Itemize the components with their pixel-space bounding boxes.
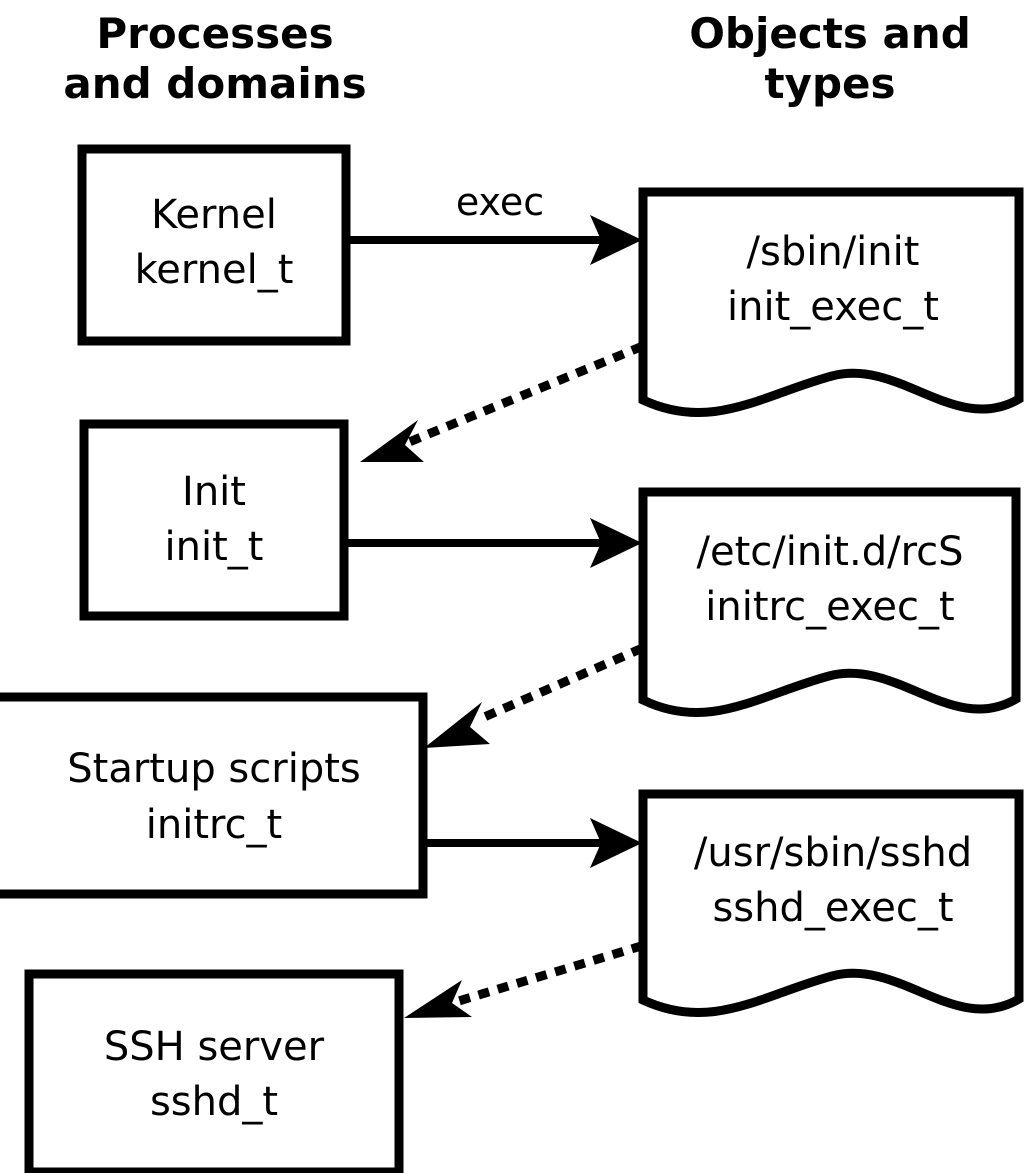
edge-line-init-exec-init bbox=[408, 342, 644, 446]
edge-sshd-exec-to-sshd bbox=[404, 941, 644, 1018]
node-kernel[interactable]: Kernel kernel_t bbox=[77, 144, 351, 346]
objects-header-line1: Objects and bbox=[689, 9, 971, 58]
node-init-line2: init_t bbox=[165, 524, 264, 570]
edge-init-to-initrc-exec bbox=[348, 518, 642, 568]
node-etc-initd-rcs-doc-shape[interactable] bbox=[638, 487, 1021, 718]
arrowhead-init-exec-init bbox=[360, 420, 424, 462]
edge-initrc-to-sshd-exec bbox=[427, 818, 642, 868]
arrowhead-init-initrc-exec bbox=[590, 518, 642, 568]
arrowhead-kernel-exec bbox=[590, 215, 642, 265]
node-etc-initd-rcs[interactable]: /etc/init.d/rcS initrc_exec_t bbox=[638, 487, 1021, 718]
node-kernel-line2: kernel_t bbox=[135, 247, 294, 293]
edge-label-exec: exec bbox=[456, 180, 544, 224]
edge-kernel-to-init-exec: exec bbox=[350, 180, 642, 265]
edge-initrc-exec-to-initrc bbox=[424, 644, 644, 748]
node-init[interactable]: Init init_t bbox=[79, 419, 349, 621]
node-ssh-server-line1: SSH server bbox=[104, 1024, 325, 1070]
node-usr-sbin-sshd[interactable]: /usr/sbin/sshd sshd_exec_t bbox=[638, 789, 1024, 1018]
edge-init-exec-to-init bbox=[360, 342, 644, 462]
arrowhead-initrc-sshd-exec bbox=[590, 818, 642, 868]
node-init-box[interactable] bbox=[79, 419, 349, 621]
arrowhead-initrc-exec-initrc bbox=[424, 702, 490, 748]
arrowhead-sshd-exec-sshd bbox=[404, 980, 472, 1018]
node-usr-sbin-sshd-doc-shape[interactable] bbox=[638, 789, 1024, 1018]
node-kernel-box[interactable] bbox=[77, 144, 351, 346]
node-usr-sbin-sshd-line2: sshd_exec_t bbox=[712, 885, 953, 931]
node-startup-scripts-box[interactable] bbox=[0, 692, 428, 899]
node-ssh-server-box[interactable] bbox=[24, 969, 404, 1173]
node-etc-initd-rcs-line1: /etc/init.d/rcS bbox=[696, 529, 963, 575]
node-kernel-line1: Kernel bbox=[151, 192, 277, 238]
objects-header-line2: types bbox=[764, 59, 895, 108]
edge-line-sshd-exec-sshd bbox=[456, 941, 644, 1006]
processes-header-line1: Processes bbox=[96, 9, 333, 58]
column-header-processes: Processes and domains bbox=[63, 9, 366, 108]
node-ssh-server-line2: sshd_t bbox=[150, 1079, 278, 1125]
node-init-line1: Init bbox=[182, 469, 246, 515]
node-startup-scripts-line2: initrc_t bbox=[146, 802, 283, 848]
node-startup-scripts[interactable]: Startup scripts initrc_t bbox=[0, 692, 428, 899]
node-ssh-server[interactable]: SSH server sshd_t bbox=[24, 969, 404, 1173]
edge-line-initrc-exec-initrc bbox=[476, 644, 644, 724]
node-sbin-init[interactable]: /sbin/init init_exec_t bbox=[638, 187, 1024, 418]
column-header-objects: Objects and types bbox=[689, 9, 971, 108]
node-sbin-init-doc-shape[interactable] bbox=[638, 187, 1024, 418]
node-sbin-init-line2: init_exec_t bbox=[727, 284, 939, 330]
processes-header-line2: and domains bbox=[63, 59, 366, 108]
node-usr-sbin-sshd-line1: /usr/sbin/sshd bbox=[694, 830, 972, 876]
node-startup-scripts-line1: Startup scripts bbox=[67, 746, 360, 792]
node-etc-initd-rcs-line2: initrc_exec_t bbox=[705, 584, 954, 630]
node-sbin-init-line1: /sbin/init bbox=[747, 229, 920, 275]
